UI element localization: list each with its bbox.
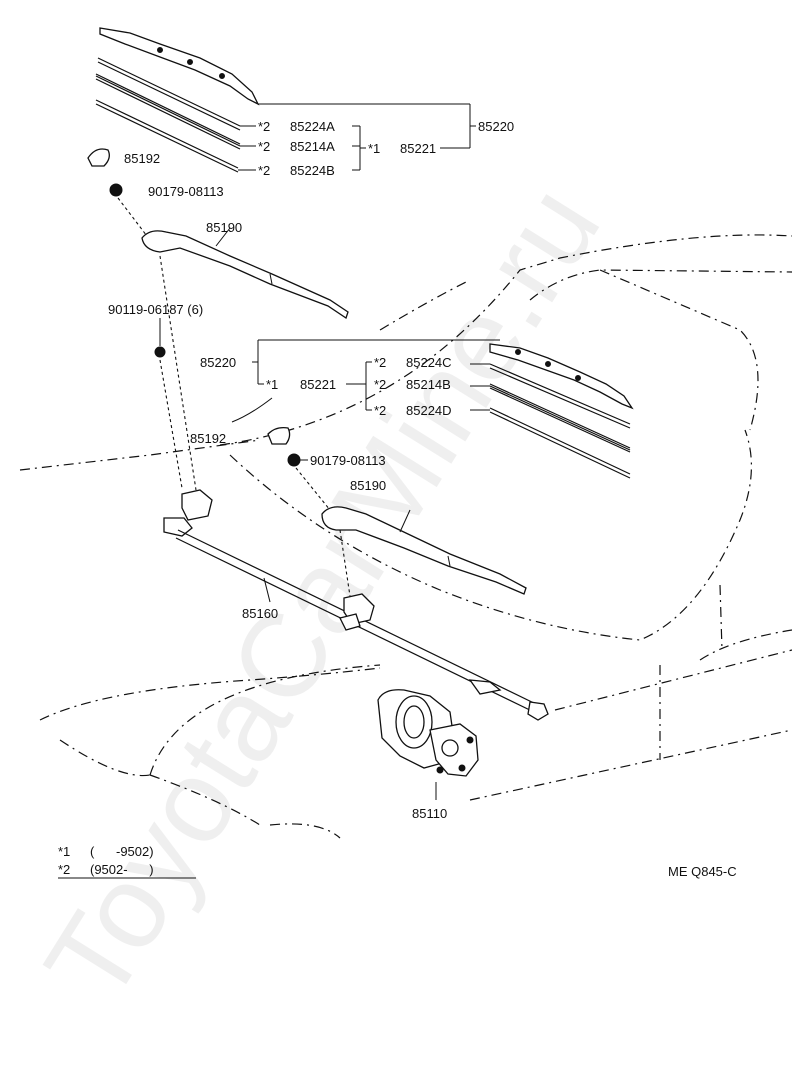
callout-mid-nut: 90179-08113 — [310, 453, 386, 468]
top-blade-rubber-a — [95, 73, 241, 150]
wiper-motor — [377, 689, 479, 777]
mid-blade-rubber-b — [489, 383, 631, 453]
callout-mid-rubber-b: 85214B — [406, 377, 451, 392]
callout-top-rubber-a: 85214A — [290, 139, 335, 154]
top-cap-leader — [117, 197, 151, 241]
car-body-outline — [19, 234, 792, 839]
pivot-bolt — [154, 346, 166, 358]
marker-top-insert-a: *2 — [258, 119, 270, 134]
callout-pivot-bolt: 90119-06187 (6) — [108, 302, 203, 317]
callout-top-nut: 90179-08113 — [148, 184, 224, 199]
legend-marker-2: *2 — [58, 862, 70, 877]
top-wiper-blade — [99, 27, 260, 106]
callout-mid-insert-c: 85224C — [406, 355, 452, 370]
callout-mid-blade: 85221 — [300, 377, 336, 392]
mid-nut — [287, 453, 301, 467]
mid-arm-dotted-leader — [339, 529, 351, 597]
top-wiper-arm — [141, 227, 349, 320]
mid-blade-insert-d — [489, 407, 631, 479]
callout-top-blade-assy: 85220 — [478, 119, 514, 134]
top-pivot-cap — [87, 148, 110, 167]
mid-wiper-arm — [321, 506, 527, 595]
callout-top-blade: 85221 — [400, 141, 436, 156]
marker-top-rubber-a: *2 — [258, 139, 270, 154]
marker-mid-rubber-b: *2 — [374, 377, 386, 392]
marker-top-blade: *1 — [368, 141, 380, 156]
legend-range-1: ( -9502) — [90, 844, 154, 859]
linkage-leader — [263, 577, 271, 603]
callout-mid-blade-assy: 85220 — [200, 355, 236, 370]
callout-link: 85160 — [242, 606, 278, 621]
mid-wiper-blade — [489, 343, 634, 410]
mid-callout-lines — [231, 339, 500, 423]
marker-mid-insert-d: *2 — [374, 403, 386, 418]
callout-top-cap: 85192 — [124, 151, 160, 166]
marker-mid-insert-c: *2 — [374, 355, 386, 370]
wiper-linkage — [163, 489, 549, 721]
callout-top-arm: 85190 — [206, 220, 242, 235]
callout-mid-cap: 85192 — [190, 431, 226, 446]
top-callout-lines — [238, 103, 476, 171]
arm-dotted-leader — [159, 255, 197, 491]
figure-code: ME Q845-C — [668, 864, 737, 879]
callout-motor: 85110 — [412, 806, 447, 821]
mid-pivot-cap — [267, 426, 291, 445]
callout-mid-insert-d: 85224D — [406, 403, 452, 418]
top-blade-insert-a — [97, 57, 241, 131]
top-nut — [109, 183, 123, 197]
pivot-dotted-leader — [159, 359, 183, 489]
marker-top-insert-b: *2 — [258, 163, 270, 178]
watermark: ToyotaCarMine.ru — [20, 164, 625, 1024]
marker-mid-blade: *1 — [266, 377, 278, 392]
callout-top-insert-a: 85224A — [290, 119, 335, 134]
callout-top-insert-b: 85224B — [290, 163, 335, 178]
mid-blade-insert-c — [489, 363, 631, 429]
top-blade-insert-b — [95, 99, 239, 173]
callout-mid-arm: 85190 — [350, 478, 386, 493]
legend-range-2: (9502- ) — [90, 862, 154, 877]
legend-marker-1: *1 — [58, 844, 70, 859]
